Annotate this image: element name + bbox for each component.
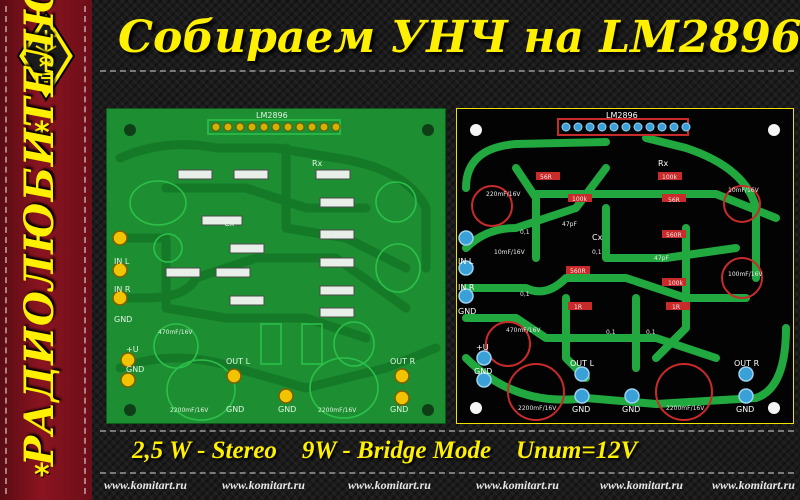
- pcb-left-pads: [112, 230, 410, 406]
- pcb-right-holes: [470, 124, 780, 414]
- sidebar: * РАДИОЛЮБИТЕЛЮ *: [0, 0, 92, 500]
- label-r56a: 56R: [540, 174, 552, 181]
- subtitle: 2,5 W - Stereo 9W - Bridge Mode Unum=12V: [132, 437, 638, 464]
- label-gnd-b: GND: [278, 405, 296, 414]
- label-gnd-pwr: GND: [126, 365, 144, 374]
- label-r1a: 1R: [574, 304, 582, 311]
- label-c47a: 47pF: [562, 221, 577, 228]
- label-c2200-r: 2200mF/16V: [666, 405, 705, 412]
- label-rx-r: Rx: [658, 159, 669, 168]
- footer-link-3[interactable]: www.komitart.ru: [348, 478, 431, 492]
- star-top: *: [34, 116, 50, 151]
- chip-label-left: LM2896: [256, 111, 288, 120]
- stitch-right: [84, 6, 86, 494]
- footer-link-1[interactable]: www.komitart.ru: [104, 478, 187, 492]
- label-rx-left: Rx: [312, 159, 323, 168]
- label-r1b: 1R: [672, 304, 680, 311]
- label-in-l: IN L: [114, 257, 130, 266]
- footer-link-4[interactable]: www.komitart.ru: [476, 478, 559, 492]
- label-in-r-r: IN R: [458, 283, 475, 292]
- pcb-left-chip-pins: [211, 122, 341, 132]
- label-gnd-a: GND: [226, 405, 244, 414]
- antenna-logo-icon: [16, 10, 76, 102]
- label-c01a: 0,1: [520, 229, 530, 236]
- label-r100a: 100k: [572, 196, 587, 203]
- pcb-right-resistors: [536, 172, 690, 310]
- chip-label-right: LM2896: [606, 111, 638, 120]
- sidebar-vertical-text: РАДИОЛЮБИТЕЛЮ: [16, 0, 63, 466]
- label-gnd-b-r: GND: [622, 405, 640, 414]
- stitch-left: [5, 6, 7, 494]
- label-r100b: 100k: [662, 174, 677, 181]
- label-c01e: 0,1: [646, 329, 656, 336]
- label-out-r: OUT R: [390, 357, 416, 366]
- pcb-right-pads: [458, 230, 754, 404]
- label-gnd-c-r: GND: [736, 405, 754, 414]
- label-out-r-r: OUT R: [734, 359, 760, 368]
- page-title: Собираем УНЧ на LM2896.: [118, 12, 800, 63]
- pcb-left: LM2896 IN L IN R GND +U GND OUT L OUT R …: [106, 108, 446, 424]
- label-cap-470: 470mF/16V: [158, 329, 193, 336]
- footer-link-5[interactable]: www.komitart.ru: [600, 478, 683, 492]
- label-in-r: IN R: [114, 285, 131, 294]
- pcb-right-chip-pins: [561, 122, 691, 132]
- label-c10b: 10mF/16V: [494, 249, 526, 256]
- pcb-left-holes: [124, 124, 434, 416]
- stitch-bottom: [100, 430, 794, 432]
- label-gnd-c: GND: [390, 405, 408, 414]
- label-c01c: 0,1: [520, 291, 530, 298]
- label-out-l: OUT L: [226, 357, 251, 366]
- label-gnd-a-r: GND: [572, 405, 590, 414]
- stitch-footer: [100, 472, 794, 474]
- pcb-right-base: [456, 108, 794, 424]
- label-c10a: 10mF/16V: [728, 187, 760, 194]
- footer-link-6[interactable]: www.komitart.ru: [712, 478, 795, 492]
- label-plus-u: +U: [126, 345, 139, 354]
- label-c01d: 0,1: [606, 329, 616, 336]
- label-r56b: 56R: [668, 197, 680, 204]
- label-cx-r: Cx: [592, 233, 603, 242]
- footer-link-2[interactable]: www.komitart.ru: [222, 478, 305, 492]
- stitch-top: [100, 70, 794, 72]
- label-plus-u-r: +U: [476, 343, 489, 352]
- label-out-l-r: OUT L: [570, 359, 595, 368]
- label-r560b: 560R: [666, 232, 682, 239]
- label-cx-left: Cx: [224, 219, 235, 228]
- label-c100: 100mF/16V: [728, 271, 763, 278]
- label-c47b: 47pF: [654, 255, 669, 262]
- pcb-left-outlines: [129, 119, 421, 421]
- label-c220: 220mF/16V: [486, 191, 521, 198]
- pcb-left-resistors: [165, 169, 355, 318]
- label-gnd-in: GND: [114, 315, 132, 324]
- label-cap-2200-l: 2200mF/16V: [170, 407, 209, 414]
- label-gnd-pwr-r: GND: [474, 367, 492, 376]
- label-c2200-l: 2200mF/16V: [518, 405, 557, 412]
- label-c01b: 0,1: [592, 249, 602, 256]
- label-r100c: 100k: [668, 280, 683, 287]
- label-r560a: 560R: [570, 268, 586, 275]
- label-in-l-r: IN L: [458, 257, 474, 266]
- label-c470: 470mF/16V: [506, 327, 541, 334]
- pcb-right: LM2896 IN L IN R GND +U GND OUT L OUT R …: [456, 108, 794, 424]
- star-bottom: *: [34, 458, 50, 493]
- label-cap-2200-r: 2200mF/16V: [318, 407, 357, 414]
- label-gnd-in-r: GND: [458, 307, 476, 316]
